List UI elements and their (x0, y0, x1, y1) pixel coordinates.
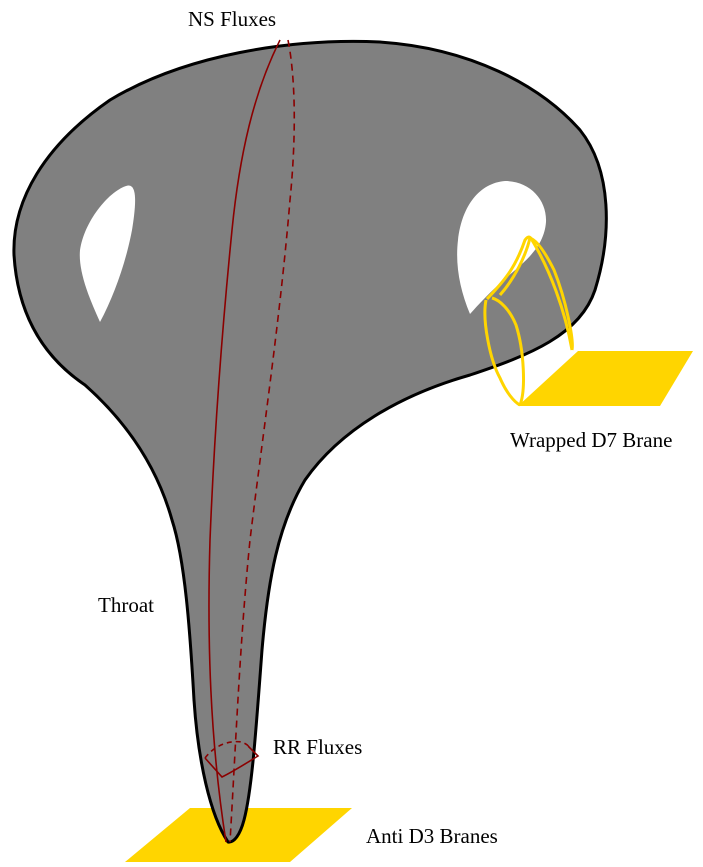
throat-label: Throat (98, 593, 154, 617)
ns-fluxes-label: NS Fluxes (188, 7, 276, 31)
rr-fluxes-label: RR Fluxes (273, 735, 362, 759)
wrapped-d7-brane-plane (518, 351, 693, 406)
wrapped-d7-brane-label: Wrapped D7 Brane (510, 428, 672, 452)
anti-d3-branes-label: Anti D3 Branes (366, 824, 498, 848)
